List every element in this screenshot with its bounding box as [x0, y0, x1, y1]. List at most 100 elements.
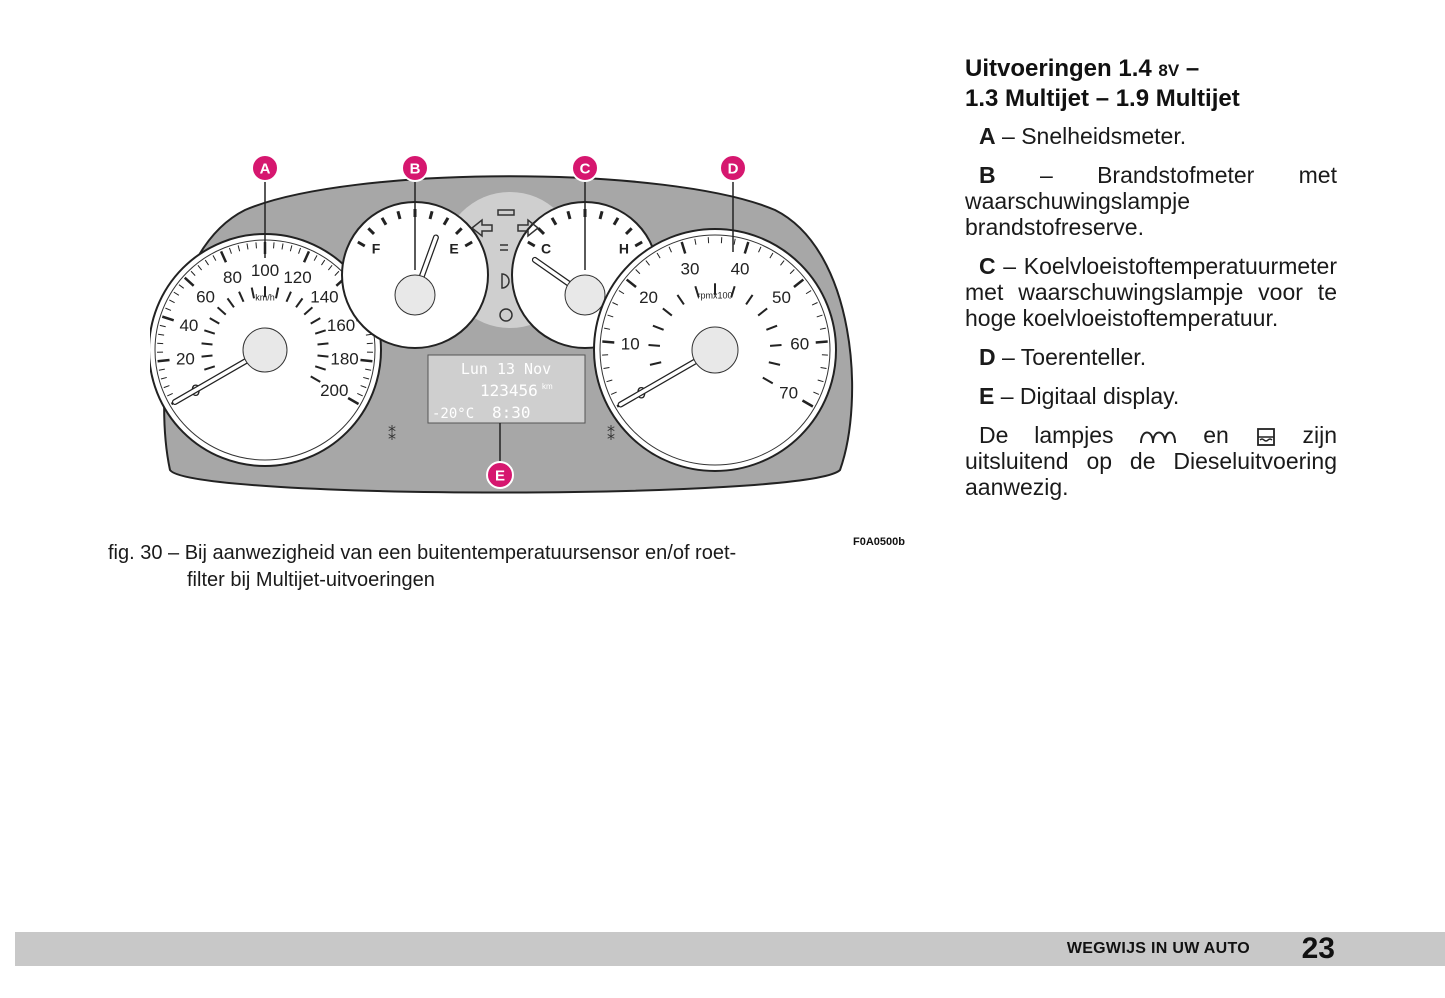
dial-tick — [801, 399, 814, 408]
heading-line-2: 1.3 Multijet – 1.9 Multijet — [965, 85, 1240, 112]
dial-tick — [625, 278, 637, 289]
dial-tick — [610, 391, 617, 395]
diesel-note: De lampjes en zijn uitsluitend op de Die… — [965, 422, 1337, 500]
legend-key: B — [979, 162, 996, 188]
dial-inner-tick — [694, 285, 700, 298]
dial-tick — [618, 290, 625, 295]
dial-tick — [204, 259, 209, 266]
footer-section-title: WEGWIJS IN UW AUTO — [1066, 940, 1250, 957]
section-heading: Uitvoeringen 1.4 8V – 1.3 Multijet – 1.9… — [965, 55, 1337, 113]
dial-tick — [365, 368, 372, 371]
gauge-tick — [357, 240, 366, 248]
callout-marker — [486, 461, 514, 489]
gauge-tick — [380, 217, 388, 226]
dial-tick — [819, 327, 826, 330]
figure-code: F0A0500b — [853, 536, 905, 548]
gauge-tick — [527, 240, 536, 248]
dial-inner-tick — [762, 376, 774, 385]
turn-right-icon — [517, 218, 540, 238]
needle-hub — [564, 274, 606, 316]
dial-tick — [789, 269, 795, 275]
gauge-tick — [612, 217, 620, 226]
dial-tick — [165, 307, 172, 311]
dial-label: 60 — [196, 287, 215, 306]
dial-unit: km/h — [255, 293, 275, 303]
dial-tick — [694, 238, 697, 245]
dial-tick — [159, 324, 166, 328]
display-date: Lun 13 Nov — [461, 360, 551, 378]
gauge-tick — [537, 227, 546, 236]
dial-inner-tick — [310, 375, 321, 383]
dial-tick — [603, 367, 610, 370]
dial-inner-tick — [201, 342, 213, 346]
needle-hub — [394, 274, 436, 316]
legend-item-e: E – Digitaal display. — [965, 383, 1337, 409]
dial-inner-tick — [285, 291, 292, 303]
indicator-icons — [470, 209, 540, 322]
legend-text: – Brandstofmeter met waarschuwingslampje… — [965, 162, 1337, 240]
dial-inner-tick — [768, 361, 781, 366]
legend-key: D — [979, 344, 996, 370]
display-odometer: 123456 — [480, 381, 538, 400]
heading-line-1c: – — [1179, 55, 1200, 82]
trailer-icon — [497, 209, 515, 216]
caption-line-2: filter bij Multijet-uitvoeringen — [187, 569, 435, 591]
legend-text: – Toerenteller. — [995, 344, 1147, 370]
dial-inner-tick — [295, 297, 304, 308]
dial-tick — [190, 270, 196, 276]
dial-inner-tick — [216, 306, 227, 316]
dial-inner-tick — [310, 317, 321, 325]
dial-tick — [281, 243, 284, 250]
gauge-tick — [598, 210, 604, 220]
dial-label: 40 — [731, 260, 750, 279]
legend-key: C — [979, 253, 996, 279]
callout-label: D — [728, 161, 739, 178]
dial-tick — [167, 392, 173, 397]
front-fog-icon: ⁑ — [607, 425, 615, 444]
callout-label: C — [580, 161, 591, 178]
legend-text: – Digitaal display. — [994, 383, 1180, 409]
dial-tick — [178, 284, 185, 289]
dial-tick — [302, 250, 311, 263]
dial-tick — [668, 246, 672, 253]
dial-inner-tick — [204, 329, 216, 335]
callout-marker — [401, 154, 429, 182]
dial-inner-tick — [745, 294, 754, 305]
callout-label: A — [260, 161, 271, 178]
dial-tick — [363, 376, 370, 380]
dial-tick — [161, 315, 175, 322]
dial-tick — [820, 367, 827, 370]
gauge-tick — [464, 240, 473, 248]
dial-inner-tick — [317, 354, 329, 358]
dial-label: 180 — [330, 349, 358, 368]
dial-tick — [816, 314, 823, 318]
dial-tick — [813, 391, 820, 395]
heading-line-1a: Uitvoeringen 1.4 — [965, 55, 1159, 82]
dial-tick — [604, 327, 611, 330]
dial-label: 160 — [327, 316, 355, 335]
note-text-1: De lampjes — [979, 422, 1140, 448]
dial-tick — [607, 314, 614, 318]
legend-column: Uitvoeringen 1.4 8V – 1.3 Multijet – 1.9… — [965, 55, 1337, 513]
dial-inner-tick — [201, 354, 213, 358]
dial-label: 60 — [790, 335, 809, 354]
dial-tick — [805, 290, 812, 295]
dial-tick — [160, 376, 167, 380]
instrument-panel-drawing: Lun 13 Nov 123456 km -20°C 8:30 02040608… — [150, 154, 854, 494]
rear-fog-icon: ⁑ — [388, 425, 396, 444]
dial-tick — [602, 340, 615, 344]
dial-tick — [327, 265, 333, 271]
heading-line-1b: 8V — [1158, 61, 1180, 80]
dial-inner-tick — [676, 294, 685, 305]
instrument-panel-figure: Lun 13 Nov 123456 km -20°C 8:30 02040608… — [150, 140, 870, 520]
dial-tick — [237, 245, 241, 252]
dial-label: 20 — [176, 349, 195, 368]
dial-tick — [334, 270, 340, 276]
legend-text: – Koelvloeistoftemperatuurmeter met waar… — [965, 253, 1337, 331]
note-text-2: en — [1177, 422, 1255, 448]
dial-tick — [183, 276, 195, 287]
dial-tick — [157, 358, 170, 363]
low-beam-icon — [500, 244, 508, 251]
